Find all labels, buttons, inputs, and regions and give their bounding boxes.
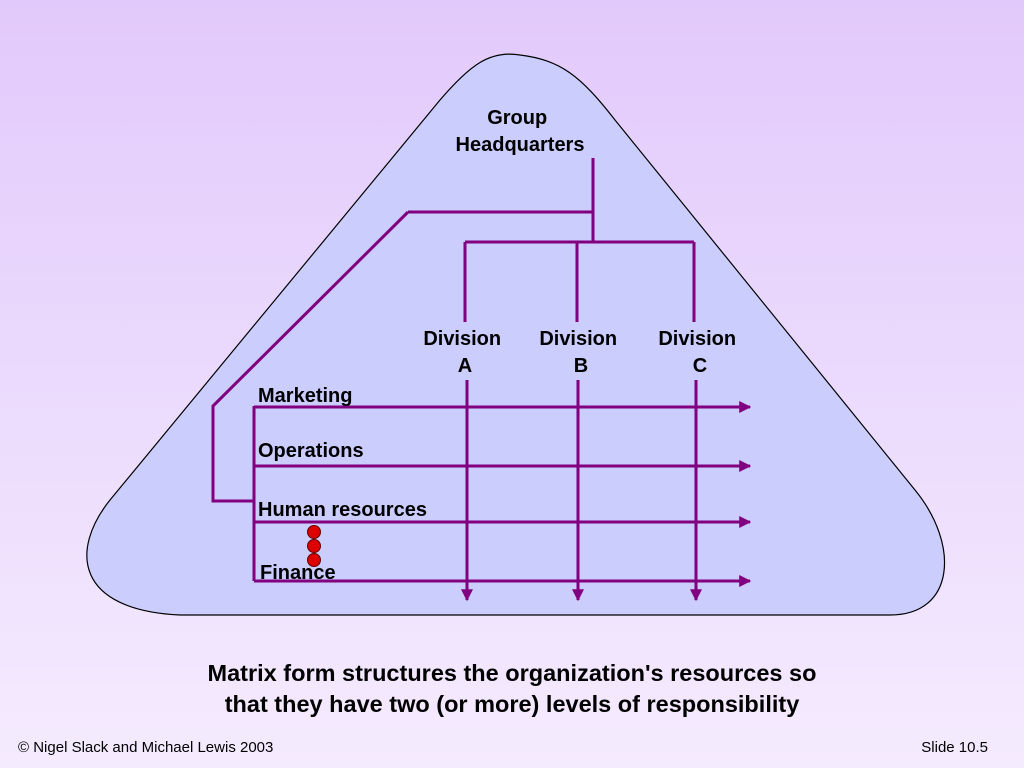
human-resources-label: Human resources	[258, 499, 427, 521]
dot-1	[307, 525, 321, 539]
operations-label: Operations	[258, 440, 364, 462]
headquarters-label: Group Headquarters	[456, 107, 585, 156]
caption-line-1: Matrix form structures the organization'…	[207, 660, 817, 686]
slide-number: Slide 10.5	[921, 739, 988, 756]
function-feed-line	[211, 210, 410, 503]
finance-label: Finance	[260, 562, 336, 584]
caption-line-2: that they have two (or more) levels of r…	[224, 691, 800, 717]
division-arrows	[461, 380, 702, 602]
dot-3	[307, 553, 321, 567]
function-arrows	[254, 401, 752, 587]
marketing-label: Marketing	[258, 385, 352, 407]
division-a-label: Division A	[423, 328, 506, 377]
pyramid-shape	[86, 53, 945, 616]
connector-lines	[211, 158, 696, 581]
dot-2	[307, 539, 321, 553]
ellipsis-dots	[307, 525, 321, 567]
copyright-text: © Nigel Slack and Michael Lewis 2003	[18, 739, 274, 756]
division-b-label: Division B	[539, 328, 622, 377]
division-c-label: Division C	[658, 328, 741, 377]
slide-caption: Matrix form structures the organization'…	[112, 658, 912, 720]
